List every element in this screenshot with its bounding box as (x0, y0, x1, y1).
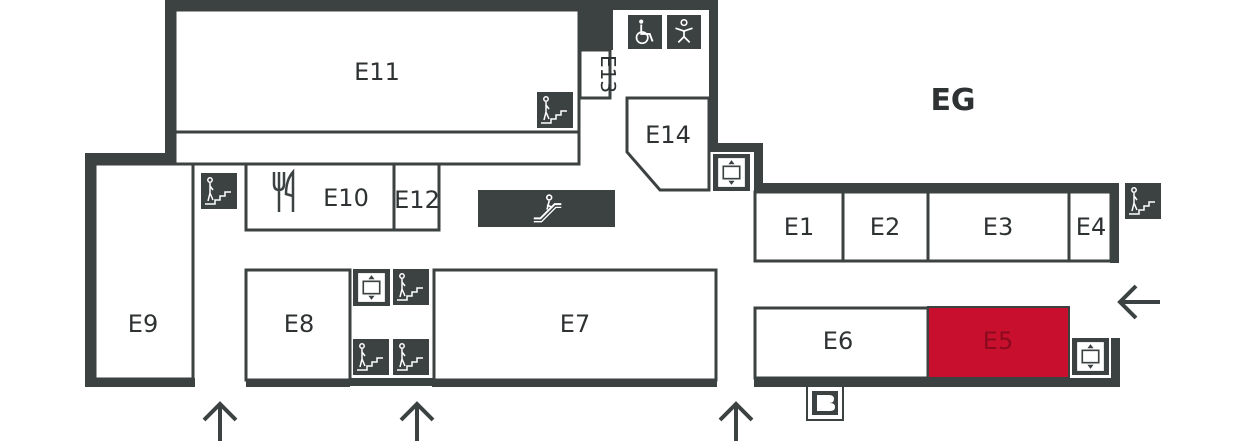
room-e1[interactable] (753, 190, 845, 263)
room-label-e8: E8 (284, 310, 314, 338)
room-e9[interactable] (93, 162, 195, 381)
baby-changing-icon[interactable] (667, 15, 701, 49)
rooms (93, 8, 1113, 382)
room-label-e10: E10 (323, 184, 369, 212)
corridor-e11 (173, 130, 581, 166)
room-label-e1: E1 (784, 213, 814, 241)
room-labels: E11 E10 E12 E13 E14 E9 E8 E7 E1 E2 E3 E4… (128, 55, 1106, 355)
stairs-icon[interactable] (537, 92, 573, 128)
stairs-icon[interactable] (393, 269, 429, 305)
room-e14[interactable] (625, 96, 711, 192)
room-label-e9: E9 (128, 310, 158, 338)
room-label-e7: E7 (560, 310, 590, 338)
room-e12[interactable] (392, 162, 441, 232)
restaurant-icon[interactable] (272, 168, 295, 212)
room-e5[interactable] (927, 306, 1070, 379)
entrance-arrow-icon[interactable] (1117, 284, 1160, 320)
room-e10[interactable] (244, 162, 396, 232)
room-label-e13: E13 (596, 55, 620, 93)
elevator-icon[interactable] (1072, 338, 1109, 375)
room-label-e6: E6 (823, 327, 853, 355)
room-e6[interactable] (753, 306, 930, 380)
elevator-icon[interactable] (353, 269, 390, 306)
room-e4[interactable] (1067, 190, 1113, 263)
room-e8[interactable] (244, 268, 352, 382)
entrance-arrow-icon[interactable] (202, 402, 238, 441)
info-desk-icon[interactable] (806, 385, 844, 421)
map-icons (201, 15, 1161, 441)
room-label-e5: E5 (983, 327, 1013, 355)
stairs-icon[interactable] (1125, 183, 1161, 219)
room-label-e2: E2 (870, 213, 900, 241)
room-e2[interactable] (841, 190, 930, 263)
room-e13[interactable] (578, 48, 612, 100)
wheelchair-icon[interactable] (628, 15, 662, 49)
entrance-arrow-icon[interactable] (718, 402, 754, 441)
room-e7[interactable] (432, 268, 718, 382)
outer-walls (85, 0, 1120, 387)
elevator-icon[interactable] (713, 154, 750, 191)
entrance-arrow-icon[interactable] (399, 402, 435, 441)
room-label-e4: E4 (1076, 213, 1106, 241)
stairs-icon[interactable] (201, 173, 237, 209)
stairs-icon[interactable] (353, 339, 389, 375)
room-label-e11: E11 (354, 58, 400, 86)
floor-label: EG (930, 83, 975, 118)
room-label-e12: E12 (394, 186, 440, 214)
room-label-e14: E14 (645, 121, 691, 149)
stairs-icon[interactable] (393, 339, 429, 375)
room-label-e3: E3 (983, 213, 1013, 241)
room-e11[interactable] (173, 8, 581, 134)
